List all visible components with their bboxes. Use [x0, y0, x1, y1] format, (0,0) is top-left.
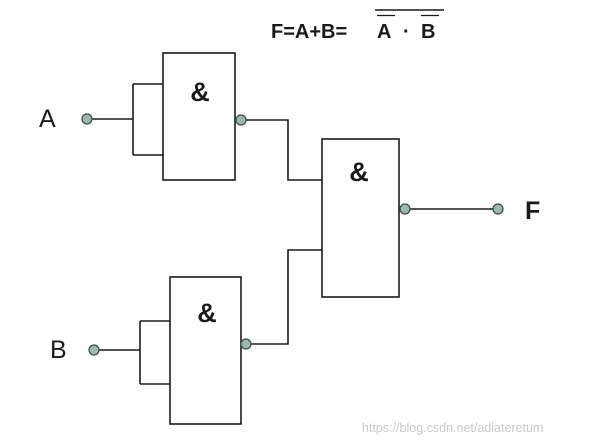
input-label-b: B	[50, 336, 67, 364]
formula-term-a: A	[377, 21, 391, 43]
gate-bottom-output-bubble	[240, 338, 252, 350]
gate-top-symbol: &	[190, 77, 210, 107]
terminal-b	[88, 344, 100, 356]
terminal-a	[81, 113, 93, 125]
gate-bottom-symbol: &	[197, 298, 217, 328]
wires	[92, 83, 493, 385]
formula-term-b: B	[421, 21, 435, 43]
output-label-f: F	[525, 197, 540, 225]
gate-top: &	[162, 52, 247, 181]
formula-dot: ·	[403, 21, 410, 43]
wire-top-out-to-right	[246, 119, 322, 181]
gate-right-body	[321, 138, 400, 298]
gate-top-body	[162, 52, 236, 181]
gate-right: &	[321, 138, 411, 298]
gate-top-output-bubble	[235, 114, 247, 126]
wire-bottom-out-to-right	[251, 249, 322, 345]
terminal-f	[492, 203, 504, 215]
terminals	[81, 113, 504, 356]
gate-right-output-bubble	[399, 203, 411, 215]
gate-bottom-body	[169, 276, 242, 425]
formula-prefix: F=A+B=	[271, 21, 347, 43]
gate-right-symbol: &	[349, 157, 369, 187]
input-label-a: A	[39, 105, 56, 133]
formula: F=A+B= A · B	[271, 9, 444, 43]
watermark-text: https://blog.csdn.net/adiateretum	[362, 421, 543, 435]
gate-bottom: &	[169, 276, 252, 425]
